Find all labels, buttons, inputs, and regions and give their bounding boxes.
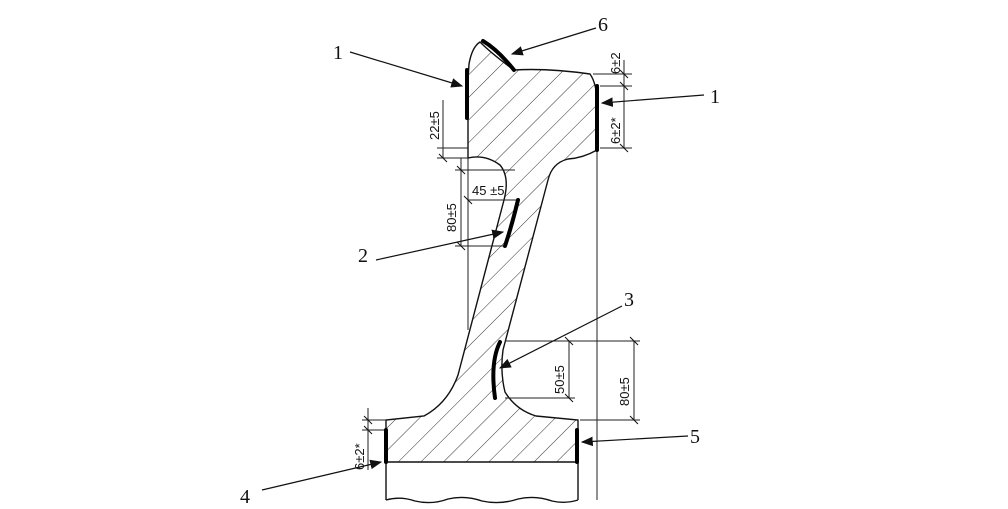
dimension-lines xyxy=(363,60,639,470)
dim-22-5: 22±5 xyxy=(427,111,442,140)
rail-profile xyxy=(385,41,598,463)
callout-1-right: 1 xyxy=(710,86,720,108)
callout-1-left: 1 xyxy=(333,42,343,64)
weld-marks xyxy=(384,39,599,464)
dim-50-5: 50±5 xyxy=(552,365,567,394)
callout-2: 2 xyxy=(358,245,368,267)
callout-6: 6 xyxy=(598,14,608,36)
callout-4: 4 xyxy=(240,486,250,508)
base-break xyxy=(385,462,579,504)
callout-3: 3 xyxy=(624,289,634,311)
dim-6-2-star-left: 6±2* xyxy=(352,443,367,470)
callout-5: 5 xyxy=(690,426,700,448)
dim-6-2-top: 6±2 xyxy=(608,52,623,74)
dim-45-5: 45 ±5 xyxy=(472,183,504,198)
dim-80-5-right: 80±5 xyxy=(617,377,632,406)
leader-arrows xyxy=(261,27,705,491)
dim-80-5-left: 80±5 xyxy=(444,203,459,232)
dim-6-2-star-right: 6±2* xyxy=(608,117,623,144)
